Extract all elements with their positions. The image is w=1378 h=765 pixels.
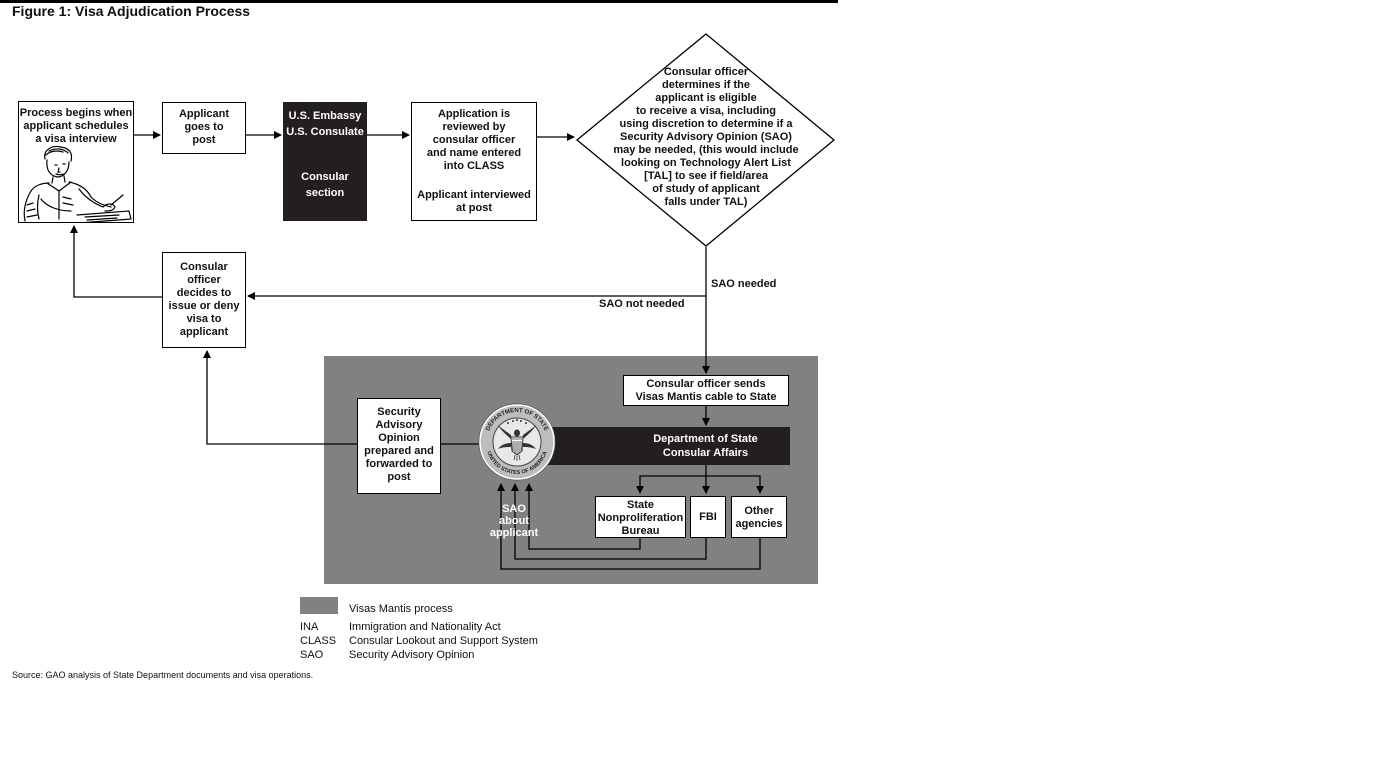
embassy-consulate-box: U.S. Embassy U.S. Consulate Consular sec…	[283, 102, 367, 221]
person-writing-icon	[23, 145, 132, 223]
edge-dos-to-other	[706, 475, 764, 494]
edge-other-return	[497, 483, 761, 570]
decision-text: Consular officer determines if the appli…	[613, 66, 799, 208]
state-nonproliferation-bureau-box: State Nonproliferation Bureau	[595, 496, 686, 538]
edge-fbi-return	[511, 483, 707, 560]
legend-swatch-visas-mantis	[300, 597, 338, 614]
legend-meaning-sao: Security Advisory Opinion	[349, 649, 475, 661]
legend-meaning-ina: Immigration and Nationality Act	[349, 621, 501, 633]
department-of-state-seal-icon: DEPARTMENT OF STATE UNITED STATES OF AME…	[478, 403, 556, 481]
send-cable-box: Consular officer sends Visas Mantis cabl…	[623, 375, 789, 406]
edge-issue-to-start	[70, 225, 162, 298]
application-review-box: Application is reviewed by consular offi…	[411, 102, 537, 221]
source-note: Source: GAO analysis of State Department…	[12, 670, 314, 680]
edge-dos-to-state-np	[636, 475, 706, 494]
legend-abbr-sao: SAO	[300, 649, 324, 661]
sao-needed-label: SAO needed	[711, 278, 777, 290]
decision-diamond	[575, 33, 836, 247]
issue-or-deny-box: Consular officer decides to issue or den…	[162, 252, 246, 348]
legend-visas-mantis-label: Visas Mantis process	[349, 603, 453, 615]
edge-state-np-return	[525, 483, 641, 550]
sao-not-needed-label: SAO not needed	[599, 298, 685, 310]
department-of-state-bar: Department of State Consular Affairs	[517, 427, 790, 465]
sao-prepared-box: Security Advisory Opinion prepared and f…	[357, 398, 441, 494]
applicant-goes-to-post-box: Applicant goes to post	[162, 102, 246, 154]
legend-abbr-ina: INA	[300, 621, 319, 633]
fbi-box: FBI	[690, 496, 726, 538]
top-rule	[0, 0, 838, 3]
edge-sao-to-issue	[203, 350, 357, 445]
sao-about-applicant-label: SAO about applicant	[489, 503, 539, 539]
legend-meaning-class: Consular Lookout and Support System	[349, 635, 538, 647]
figure-title: Figure 1: Visa Adjudication Process	[12, 3, 251, 19]
legend-abbr-class: CLASS	[300, 635, 337, 647]
other-agencies-box: Other agencies	[731, 496, 787, 538]
